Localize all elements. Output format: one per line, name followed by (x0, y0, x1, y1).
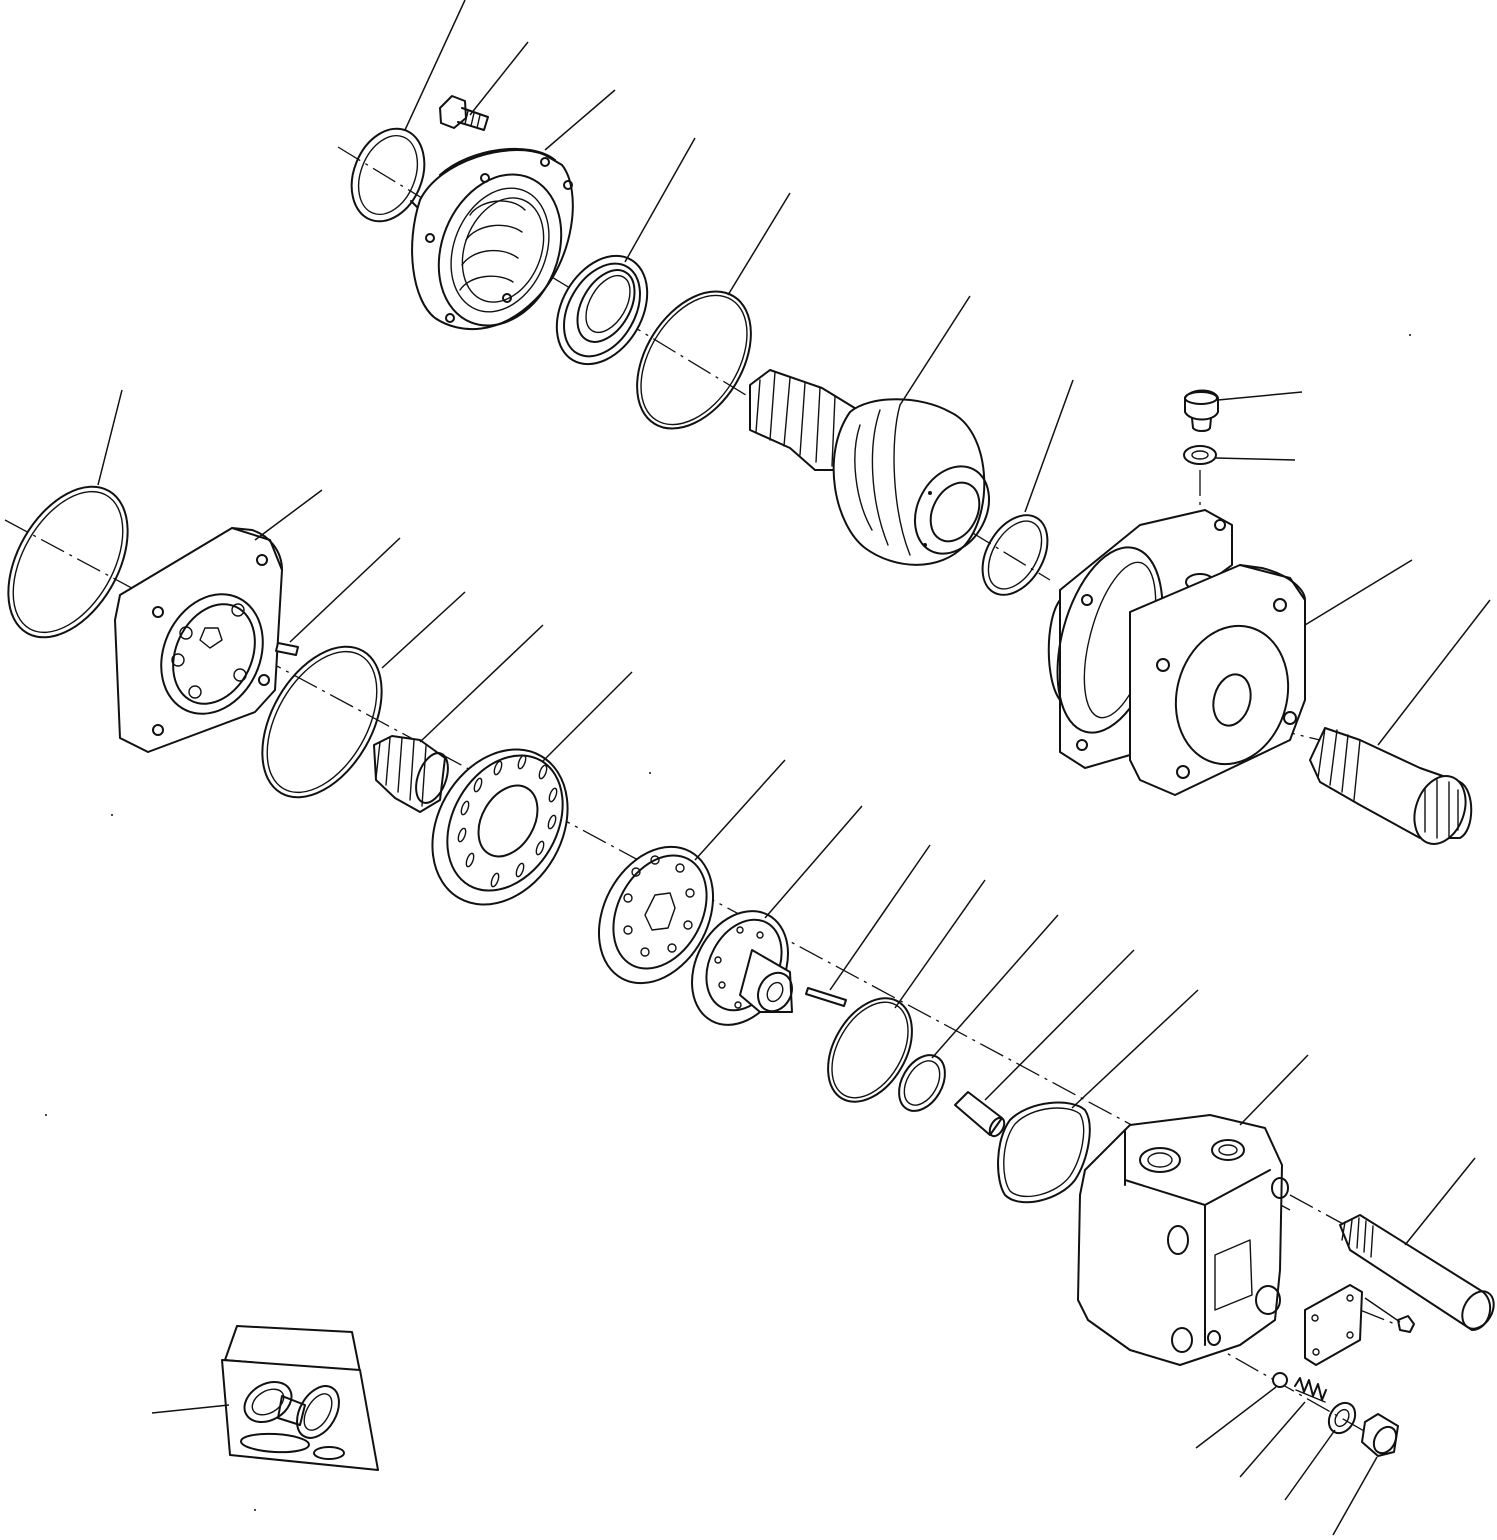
sealing-washer (1183, 445, 1217, 465)
key (805, 987, 847, 1007)
seal-kit-bag (221, 1325, 379, 1471)
cover-plate (1304, 1284, 1363, 1366)
commutator-disc (597, 845, 715, 985)
valve-plate (431, 748, 569, 906)
gerotor-end-plate (114, 527, 283, 753)
shaft-seal (555, 254, 649, 366)
cap-screw (439, 95, 489, 131)
small-screw (1397, 1315, 1415, 1333)
o-ring-large (636, 290, 752, 430)
spring (1294, 1377, 1327, 1403)
o-ring-middle (261, 645, 383, 799)
leader-lines (97, 0, 1491, 1536)
relief-plug (1361, 1413, 1399, 1457)
washer (1327, 1401, 1357, 1435)
drive-coupling (373, 735, 449, 813)
o-ring-small (827, 997, 913, 1103)
backup-ring (898, 1054, 946, 1112)
drive-link-shaft (1309, 727, 1473, 845)
bushing (954, 1091, 1006, 1138)
o-ring-left (7, 485, 129, 639)
spool-sleeve (691, 910, 793, 1026)
pin (275, 642, 299, 656)
through-bolt (1339, 1214, 1495, 1331)
motor-housing (1047, 509, 1306, 796)
output-shaft-gear (749, 369, 990, 566)
square-seal (997, 1101, 1091, 1204)
ball (1272, 1372, 1288, 1388)
end-cover-housing (411, 147, 574, 330)
snap-ring (981, 514, 1049, 596)
scan-specks (45, 334, 1411, 1511)
valve-body (1077, 1114, 1289, 1366)
plug (1184, 389, 1219, 432)
